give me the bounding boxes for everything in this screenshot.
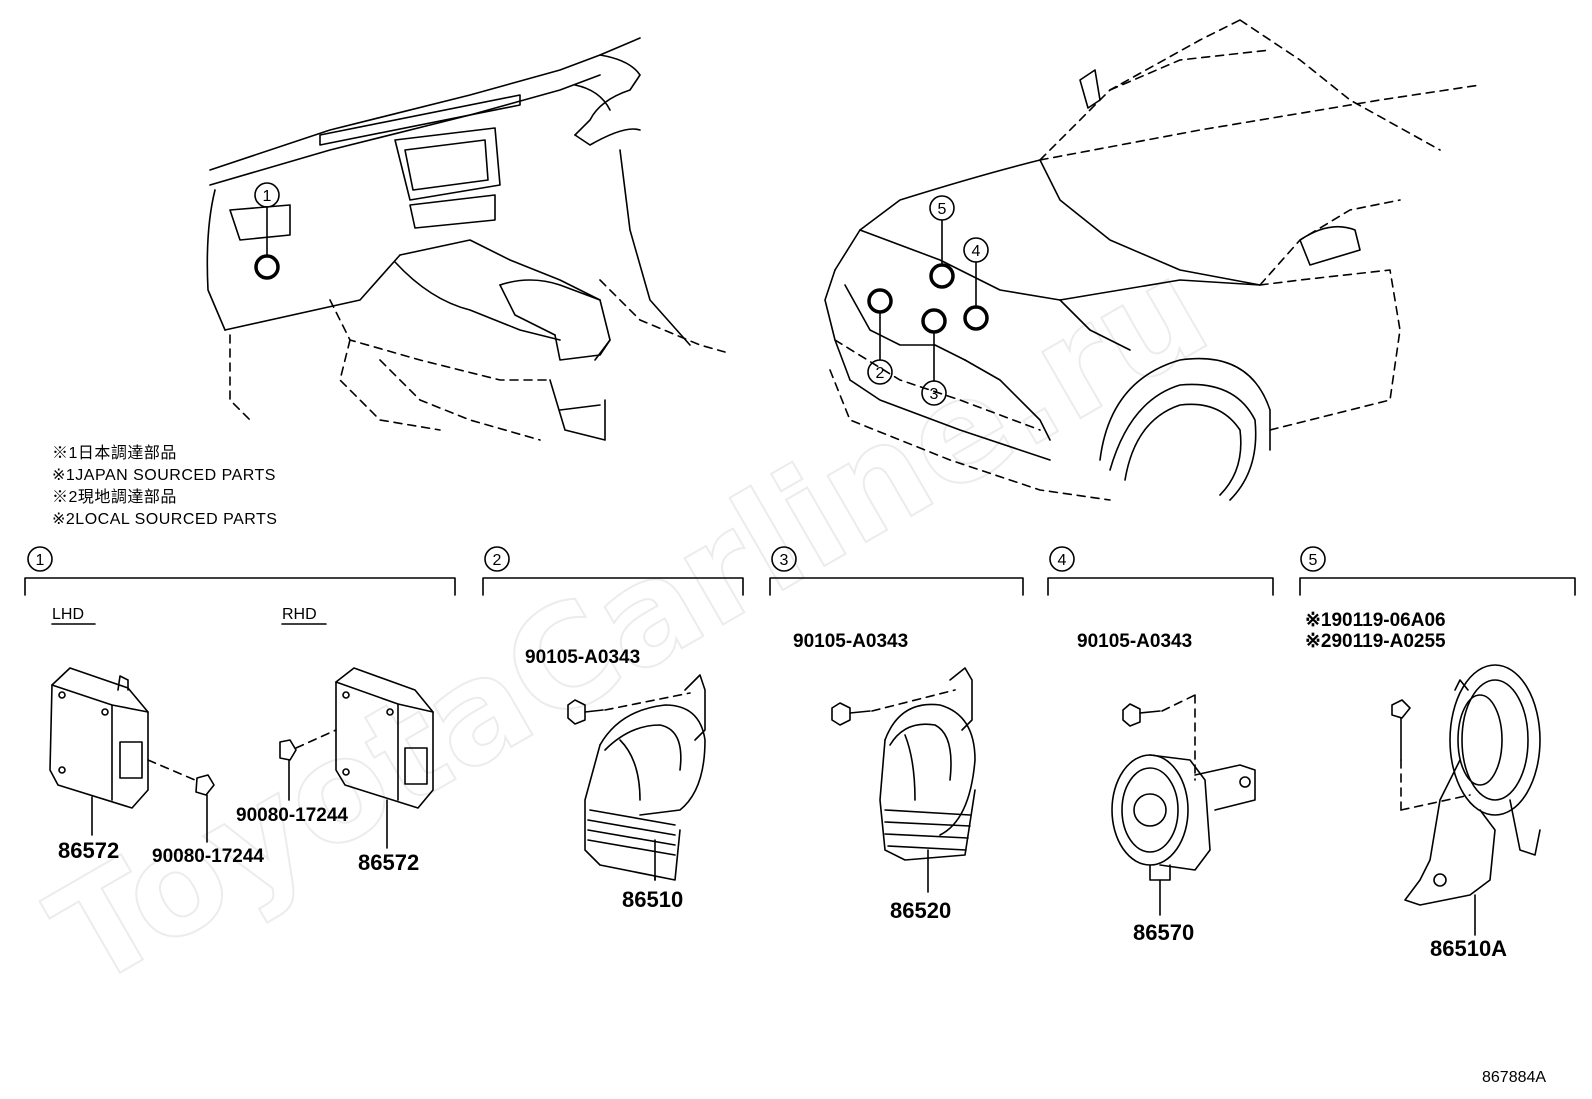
callout-4-label: 4 — [972, 243, 981, 260]
horn-86570-drawing — [1111, 694, 1256, 916]
part-86510a: 86510A — [1430, 936, 1507, 961]
section-1-bracket — [24, 546, 456, 596]
rhd-label: RHD — [282, 606, 317, 623]
note-line-3: ※2現地調達部品 — [52, 488, 177, 506]
horn-86520-drawing — [831, 667, 976, 893]
fastener-90119-a0255: ※290119-A0255 — [1305, 631, 1446, 652]
fastener-90105-a0343-s4: 90105-A0343 — [1077, 631, 1192, 652]
part-86572-lhd: 86572 — [58, 838, 119, 863]
callout-2-marker — [867, 288, 893, 385]
callout-3-marker — [921, 308, 947, 406]
horn-86510-drawing — [567, 674, 706, 881]
section-2-number: 2 — [493, 552, 502, 569]
section-1-number: 1 — [36, 552, 45, 569]
fastener-90105-a0343-s3: 90105-A0343 — [793, 631, 908, 652]
lhd-label: LHD — [52, 606, 84, 623]
section-5-bracket — [1299, 546, 1576, 596]
part-86520: 86520 — [890, 898, 951, 923]
vehicle-front-illustration — [824, 19, 1481, 501]
dashboard-illustration — [206, 37, 726, 441]
module-86572-rhd-drawing — [279, 667, 434, 849]
callout-3-label: 3 — [930, 386, 939, 403]
callout-5-label: 5 — [938, 201, 947, 218]
callout-4-marker — [963, 237, 989, 331]
callout-1-label: 1 — [263, 188, 272, 205]
section-2-bracket — [482, 546, 744, 596]
horn-86510a-drawing — [1391, 664, 1541, 936]
part-86572-rhd: 86572 — [358, 850, 419, 875]
section-4-number: 4 — [1058, 552, 1067, 569]
note-line-4: ※2LOCAL SOURCED PARTS — [52, 511, 277, 528]
callout-1-marker — [254, 182, 280, 280]
section-4-bracket — [1047, 546, 1274, 596]
module-86572-lhd-drawing — [49, 667, 215, 843]
section-3-number: 3 — [780, 552, 789, 569]
note-line-2: ※1JAPAN SOURCED PARTS — [52, 467, 276, 484]
callout-2-label: 2 — [876, 365, 885, 382]
callout-5-marker — [929, 195, 955, 289]
section-3-bracket — [769, 546, 1024, 596]
part-86570: 86570 — [1133, 920, 1194, 945]
fastener-90119-06a06: ※190119-06A06 — [1305, 610, 1446, 631]
note-line-1: ※1日本調達部品 — [52, 444, 177, 462]
part-86510: 86510 — [622, 887, 683, 912]
section-5-number: 5 — [1309, 552, 1318, 569]
diagram-id: 867884A — [1482, 1069, 1546, 1086]
fastener-90105-a0343-s2: 90105-A0343 — [525, 647, 640, 668]
fastener-90080-17244-rhd: 90080-17244 — [236, 805, 348, 826]
fastener-90080-17244-lhd: 90080-17244 — [152, 846, 264, 867]
